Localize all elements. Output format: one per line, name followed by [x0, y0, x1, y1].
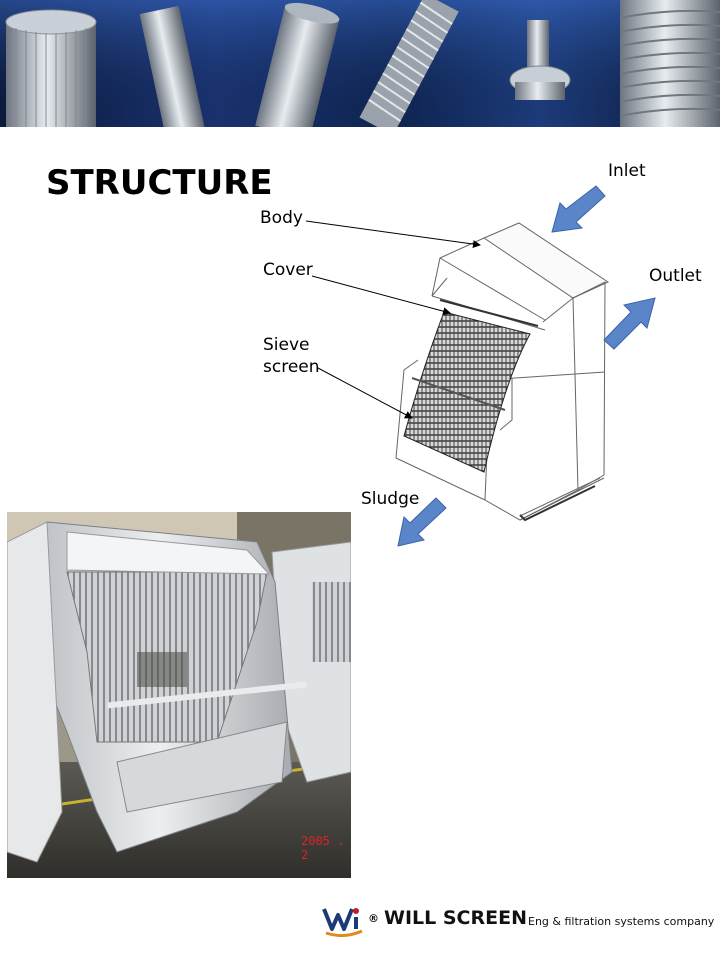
will-screen-logo-icon: [322, 908, 363, 937]
outlet-label: Outlet: [649, 266, 702, 286]
wedge-wire-drum-image: [619, 0, 720, 127]
cover-leader-line: [311, 275, 451, 316]
header-banner: [0, 0, 720, 127]
company-footer: ® WILL SCREEN Eng & filtration systems c…: [322, 903, 717, 939]
sieve-screen-mesh: [403, 311, 531, 473]
product-banner-image: [0, 0, 720, 127]
inlet-label: Inlet: [608, 161, 646, 181]
outlet-arrow: [603, 297, 656, 350]
coil-screen-image: [359, 0, 459, 127]
photo-date-stamp: 2005 . 2: [301, 834, 345, 862]
cylinder-screen-image: [5, 9, 97, 127]
brand-name: WILL SCREEN: [384, 907, 527, 929]
tube-screen-image: [255, 2, 340, 127]
body-leader-line: [305, 220, 481, 249]
body-label: Body: [260, 208, 303, 228]
registered-mark: ®: [368, 912, 379, 925]
nozzle-fitting-image: [509, 20, 571, 100]
sieve-screen-label-line2: screen: [263, 357, 320, 377]
company-tagline: Eng & filtration systems company: [528, 915, 715, 928]
machine-photo: 2005 . 2: [7, 512, 351, 878]
sieve-screen-label-line1: Sieve: [263, 335, 310, 355]
sludge-label: Sludge: [361, 489, 420, 509]
slide-title: STRUCTURE: [46, 163, 273, 203]
pipe-image: [139, 5, 205, 127]
cover-plate: [439, 299, 539, 327]
inlet-arrow: [551, 185, 606, 233]
mesh-support-bar: [411, 377, 506, 411]
machine-photo-image: [7, 512, 351, 878]
cover-label: Cover: [263, 260, 313, 280]
machine-drawing: [395, 222, 610, 522]
sieve-screen-leader-line: [317, 367, 413, 419]
